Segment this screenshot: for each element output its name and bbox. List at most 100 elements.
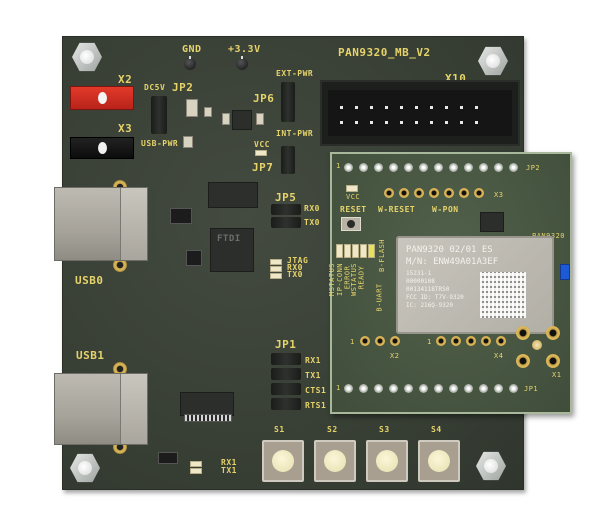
inductor [208, 182, 258, 208]
jp7-label: JP7 [252, 161, 274, 174]
x3-via [429, 188, 439, 198]
capacitor [186, 99, 198, 117]
header-pin [389, 384, 398, 393]
resistor [256, 113, 264, 125]
jack-hole-icon [98, 92, 107, 104]
jp6-label: JP6 [253, 92, 275, 105]
header-pin [434, 163, 443, 172]
header-pin [359, 384, 368, 393]
int-pwr-label: INT-PWR [276, 129, 314, 138]
tx0-led-label: TX0 [287, 270, 303, 279]
gnd-test-point[interactable] [184, 56, 196, 70]
jp1-label: JP1 [275, 338, 297, 351]
jp7-jumper[interactable] [281, 146, 295, 174]
x3-via [399, 188, 409, 198]
ftdi-logo: FTDI [217, 234, 241, 244]
s2-label: S2 [327, 425, 338, 434]
x1-pad [546, 326, 560, 340]
jp6-jumper[interactable] [281, 82, 295, 122]
board-title: PAN9320_MB_V2 [338, 46, 431, 59]
shield-line-6: FCC ID: T7V-9320 [406, 294, 464, 301]
s2-push-button[interactable] [314, 440, 356, 482]
module-ic [480, 212, 504, 232]
x1-pad [516, 354, 530, 368]
header-pin [434, 384, 443, 393]
s1-push-button[interactable] [262, 440, 304, 482]
s3-push-button[interactable] [366, 440, 408, 482]
header-pin [464, 163, 473, 172]
mstatus-led [336, 244, 343, 258]
reset-label: RESET [340, 205, 367, 214]
dip-switch[interactable] [560, 264, 570, 280]
jp1-tx1-jumper[interactable] [271, 368, 301, 380]
header-pin [494, 384, 503, 393]
x1-pad [546, 354, 560, 368]
jtag-led [270, 259, 282, 265]
jp2-jumper[interactable] [151, 96, 167, 134]
ready-label: READY [357, 265, 366, 290]
jp1-pin1-marker: 1 [336, 384, 341, 392]
shield-line-5: 00134118TRS0 [406, 286, 450, 293]
x4-via [496, 336, 506, 346]
header-pin [389, 163, 398, 172]
pin1-marker: 1 [336, 162, 341, 170]
v33-test-point[interactable] [236, 56, 248, 70]
smd-array [186, 250, 202, 266]
jp5-rx0-jumper[interactable] [271, 204, 301, 215]
header-pin [344, 384, 353, 393]
x4-via [436, 336, 446, 346]
x4-via [451, 336, 461, 346]
jp1-rx1-label: RX1 [305, 356, 321, 365]
mstatus-label: MSTATUS [328, 262, 337, 297]
x3-via [414, 188, 424, 198]
header-socket [328, 90, 512, 136]
jack-hole-icon [98, 142, 107, 154]
jp5-label: JP5 [275, 191, 297, 204]
usb0-connector[interactable] [54, 187, 148, 261]
x2-label: X2 [118, 73, 133, 86]
jp1-rx1-jumper[interactable] [271, 353, 301, 365]
datamatrix-code-icon [480, 272, 526, 318]
x2-red-power-jack[interactable] [70, 86, 134, 110]
reset-button[interactable] [341, 217, 361, 231]
rx1-led-label: RX1 [221, 458, 237, 467]
button-cap [347, 220, 355, 228]
x1-module-label: X1 [552, 371, 562, 379]
jp1-cts1-jumper[interactable] [271, 383, 301, 395]
b-flash-label: B-FLASH [378, 238, 387, 273]
usb1-mount-hole [113, 362, 127, 376]
shield-line-2: M/N: ENW49A01A3EF [406, 257, 499, 267]
x10-label: X10 [445, 72, 467, 85]
tx0-led [270, 273, 282, 279]
x2-via [375, 336, 385, 346]
header-pin [419, 384, 428, 393]
jp1-rts1-jumper[interactable] [271, 398, 301, 410]
s4-push-button[interactable] [418, 440, 460, 482]
transistor [158, 452, 178, 464]
x10-header-connector[interactable] [320, 80, 520, 146]
header-pin [479, 384, 488, 393]
jp1-cts1-label: CTS1 [305, 386, 327, 395]
x3-label: X3 [118, 122, 133, 135]
tx1-led-label: TX1 [221, 466, 237, 475]
w-reset-label: W-RESET [378, 205, 416, 214]
jp5-tx0-jumper[interactable] [271, 217, 301, 228]
module-vcc-label: VCC [346, 193, 361, 201]
x1-pad [516, 326, 530, 340]
wstatus-led [360, 244, 367, 258]
x1-center-pad [532, 340, 542, 350]
x3-black-power-jack[interactable] [70, 137, 134, 159]
tx1-led [190, 468, 202, 474]
ftdi-chip: FTDI [210, 228, 254, 272]
dc5v-label: DC5V [144, 83, 166, 92]
usb1-connector[interactable] [54, 373, 148, 445]
jp5-tx0-label: TX0 [304, 218, 320, 227]
jp5-rx0-label: RX0 [304, 204, 320, 213]
x3-via [384, 188, 394, 198]
header-pin [449, 384, 458, 393]
resistor [222, 113, 230, 125]
ip-conn-led [344, 244, 351, 258]
header-pin [344, 163, 353, 172]
header-pin [464, 384, 473, 393]
s3-label: S3 [379, 425, 390, 434]
